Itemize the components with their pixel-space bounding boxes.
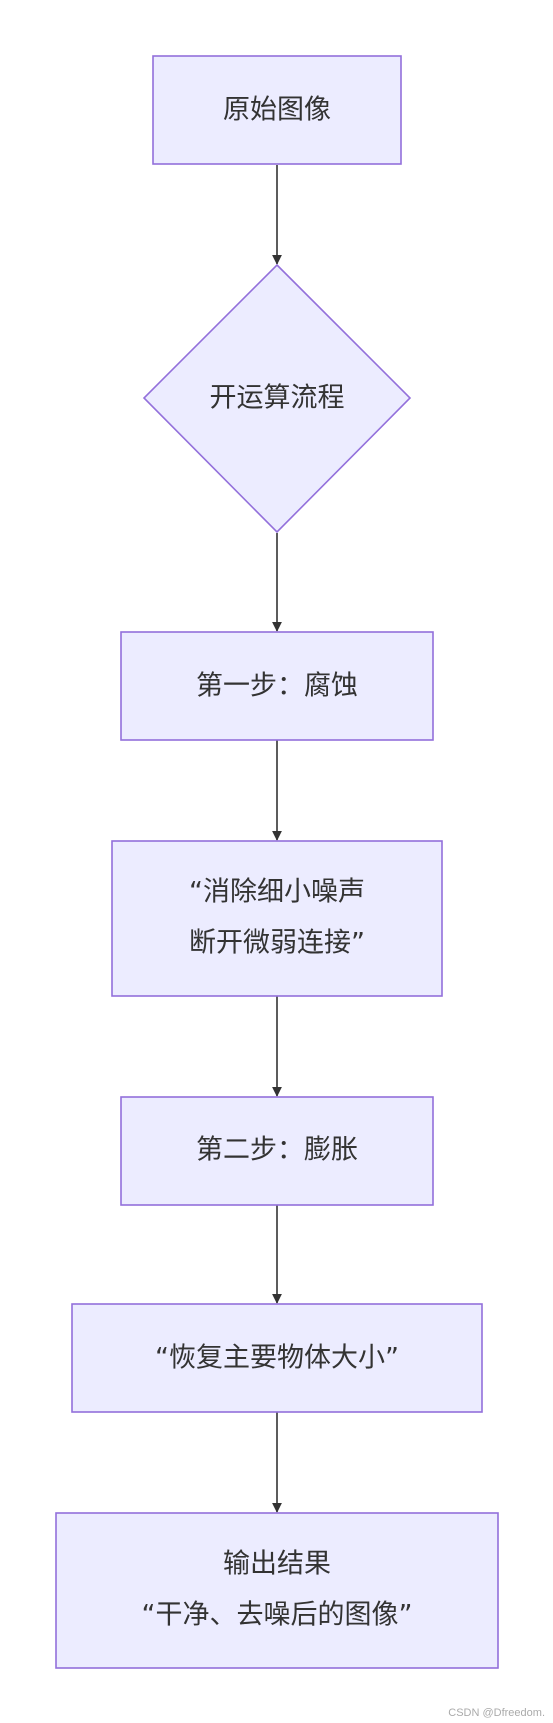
node-opening-process: 开运算流程 (142, 263, 412, 534)
node-output-result-line-2: “干净、去噪后的图像” (142, 1600, 413, 1631)
watermark-text: CSDN @Dfreedom. (448, 1707, 545, 1719)
node-dilation-note-label: “恢复主要物体大小” (155, 1343, 399, 1374)
node-step-erosion-label: 第一步：腐蚀 (196, 671, 358, 702)
node-step-dilation-label: 第二步：膨胀 (196, 1135, 358, 1166)
node-erosion-note-line-2: 断开微弱连接” (189, 928, 365, 959)
node-output-result-line-1: 输出结果 (223, 1549, 331, 1580)
node-original-image-label: 原始图像 (223, 95, 331, 126)
node-step-dilation: 第二步：膨胀 (120, 1096, 434, 1206)
node-output-result: 输出结果 “干净、去噪后的图像” (55, 1512, 499, 1669)
node-original-image: 原始图像 (152, 55, 402, 165)
node-step-erosion: 第一步：腐蚀 (120, 631, 434, 741)
node-opening-process-label: 开运算流程 (210, 383, 345, 414)
node-erosion-note: “消除细小噪声 断开微弱连接” (111, 840, 443, 997)
node-dilation-note: “恢复主要物体大小” (71, 1303, 483, 1413)
node-erosion-note-line-1: “消除细小噪声 (189, 877, 365, 908)
